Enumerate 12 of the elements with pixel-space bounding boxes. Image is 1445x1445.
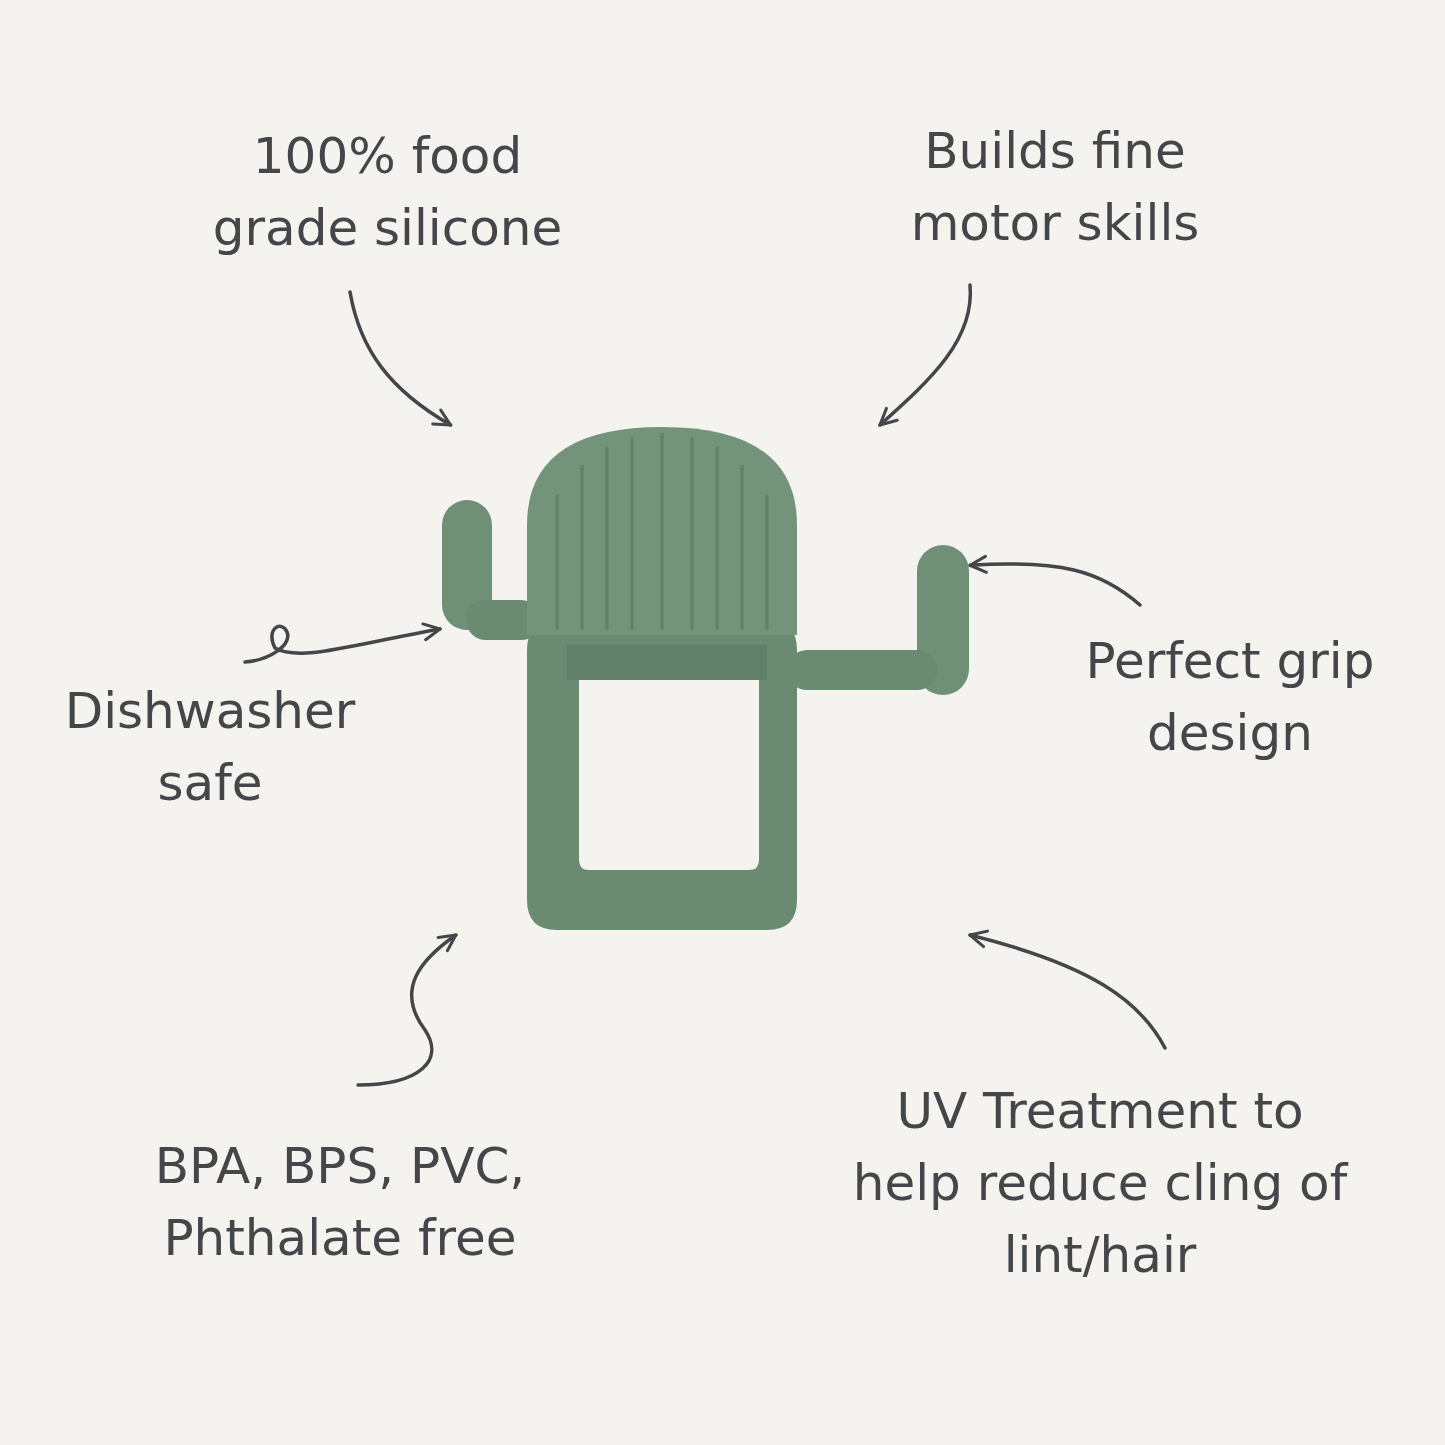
arrow bbox=[968, 929, 1167, 1050]
callout-text: UV Treatment to help reduce cling of lint/hair bbox=[840, 1075, 1360, 1291]
callout-text: Builds fine motor skills bbox=[850, 115, 1260, 259]
arrow bbox=[968, 555, 1142, 607]
arrow bbox=[348, 290, 453, 427]
callout-text: Perfect grip design bbox=[1060, 625, 1400, 769]
arrow bbox=[878, 283, 972, 427]
callout-text: BPA, BPS, PVC, Phthalate free bbox=[100, 1130, 580, 1274]
arrow bbox=[243, 622, 442, 664]
callout-text: Dishwasher safe bbox=[10, 675, 410, 819]
callout-text: 100% food grade silicone bbox=[180, 120, 595, 264]
arrow bbox=[356, 933, 458, 1087]
